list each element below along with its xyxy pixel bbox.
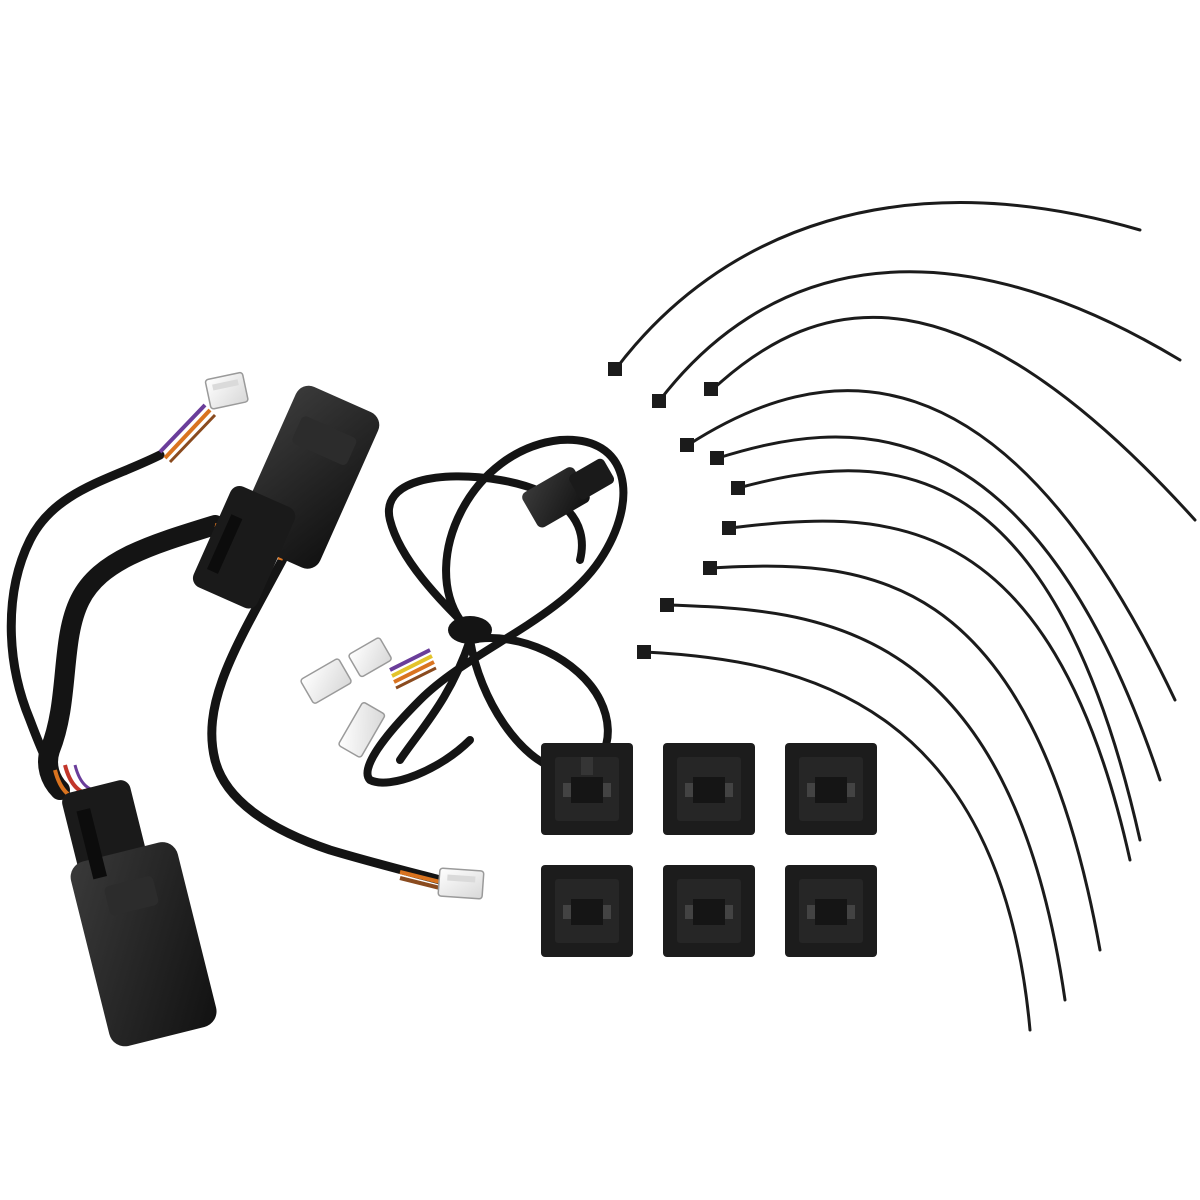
harness-cable — [363, 435, 628, 787]
harness-cable — [6, 450, 165, 805]
cable-tie — [666, 603, 1067, 1002]
cable-tie-head — [722, 521, 736, 535]
wire-purple — [389, 648, 431, 672]
wire-brown — [399, 876, 441, 890]
wire-orange — [399, 870, 441, 884]
cable-tie — [716, 435, 1162, 782]
harness-sleeve — [38, 515, 225, 800]
cable-tie — [686, 389, 1177, 702]
cable-tie-head — [608, 362, 622, 376]
wire-yellow — [391, 654, 433, 678]
wire-brown — [168, 413, 217, 464]
black-connector — [62, 780, 217, 1047]
adhesive-tie-mount — [663, 743, 755, 835]
adhesive-tie-mount — [785, 865, 877, 957]
adhesive-tie-mount — [785, 743, 877, 835]
black-connector — [192, 385, 380, 609]
white-plug — [338, 702, 386, 758]
white-plug — [437, 867, 485, 900]
cable-tie-head — [704, 382, 718, 396]
harness-cable — [207, 550, 445, 885]
cable-tie-head — [703, 561, 717, 575]
cable-tie — [728, 519, 1132, 862]
cable-tie — [710, 315, 1197, 522]
wiring-harness-main — [6, 371, 485, 1047]
white-plug — [300, 658, 352, 704]
cable-tie-head — [637, 645, 651, 659]
cable-tie-head — [660, 598, 674, 612]
white-plug — [204, 371, 249, 410]
cable-tie-head — [731, 481, 745, 495]
cable-tie-head — [710, 451, 724, 465]
cable-tie — [643, 650, 1032, 1032]
white-plug — [348, 637, 392, 678]
adhesive-tie-mount — [663, 865, 755, 957]
cable-knot — [448, 616, 492, 644]
wire-brown — [395, 666, 437, 690]
tie-mounts — [541, 743, 877, 957]
wire-orange — [393, 660, 435, 684]
black-connector — [522, 458, 615, 528]
cable-tie — [658, 270, 1182, 402]
harness-cable — [396, 636, 474, 764]
cable-tie — [736, 469, 1142, 842]
wiring-harness-extension — [300, 435, 628, 787]
adhesive-tie-mount — [541, 865, 633, 957]
cable-tie — [708, 564, 1102, 952]
cable-ties — [608, 201, 1197, 1032]
cable-tie-head — [680, 438, 694, 452]
cable-tie-head — [652, 394, 666, 408]
cable-tie — [613, 201, 1142, 372]
adhesive-tie-mount — [541, 743, 633, 835]
wire-purple — [158, 403, 207, 454]
wire-orange — [163, 408, 212, 460]
